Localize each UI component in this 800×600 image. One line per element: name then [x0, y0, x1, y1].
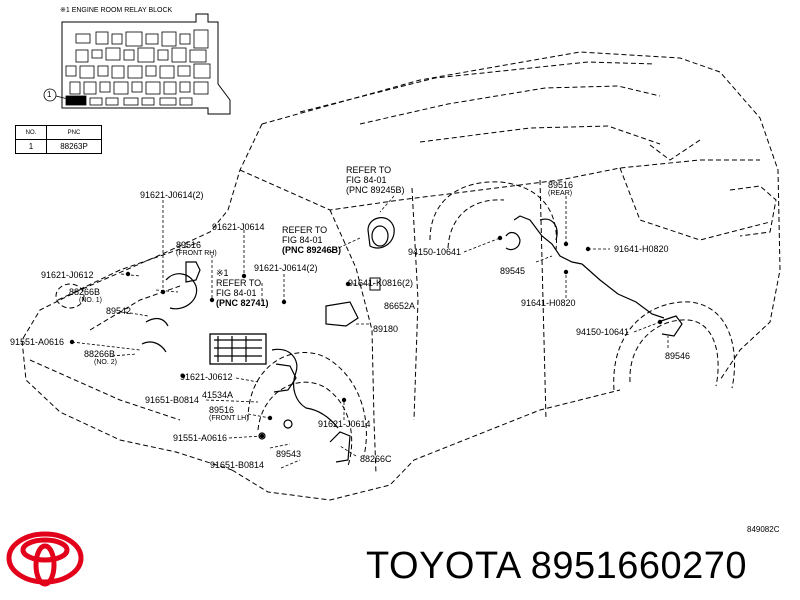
- part-label-89543: 89543: [276, 449, 302, 459]
- refer-note-line: (PNC 89246B): [282, 245, 342, 255]
- part-number: 88266B: [69, 287, 101, 297]
- refer-note-line: REFER TO: [216, 278, 262, 288]
- part-label-89516-front-rh: 89516 (FRONT RH): [176, 240, 217, 258]
- part-sublabel: (FRONT LH): [209, 415, 249, 422]
- part-sublabel: (NO. 1): [79, 297, 102, 304]
- pnc-table-header-pnc: PNC: [46, 125, 102, 140]
- pnc-table: NO. PNC 1 88263P: [15, 125, 102, 154]
- refer-note-line: FIG 84-01: [282, 235, 323, 245]
- part-label-88266b-no1: 88266B (NO. 1): [69, 287, 102, 305]
- drawing-code: 849082C: [747, 525, 780, 534]
- brand-name: TOYOTA: [366, 545, 520, 587]
- callout-number: 1: [47, 90, 52, 99]
- refer-note-line: REFER TO: [346, 165, 392, 175]
- vehicle-outline: [21, 51, 781, 501]
- refer-note-line: REFER TO: [282, 225, 328, 235]
- part-label-91621-j0614-2-b: 91621-J0614(2): [254, 263, 318, 273]
- part-sublabel: (FRONT RH): [176, 250, 217, 257]
- part-label-41534a: 41534A: [202, 390, 234, 400]
- callout-circle: [43, 88, 57, 102]
- part-label-91621-j0612-b: 91621-J0612: [180, 372, 233, 382]
- toyota-logo: [6, 531, 84, 587]
- refer-note-82741: ※1 REFER TO FIG 84-01 (PNC 82741): [216, 268, 269, 308]
- refer-note-line: (PNC 89245B): [346, 185, 405, 195]
- part-label-94150-10641-b: 94150-10641: [576, 327, 630, 337]
- part-sublabel: (REAR): [548, 190, 573, 197]
- part-label-89542: 89542: [106, 306, 132, 316]
- part-label-89180: 89180: [373, 324, 399, 334]
- refer-note-line: FIG 84-01: [216, 288, 257, 298]
- part-label-91621-j0614-2-a: 91621-J0614(2): [140, 190, 204, 200]
- pnc-table-header-no: NO.: [15, 125, 47, 140]
- part-label-86652a: 86652A: [384, 301, 416, 311]
- part-label-88266b-no2: 88266B (NO. 2): [84, 349, 117, 367]
- part-label-89545: 89545: [500, 266, 526, 276]
- part-number: 88266B: [84, 349, 116, 359]
- part-label-91651-b0814-a: 91651-B0814: [145, 395, 200, 405]
- sensor-harness-drawings: [141, 215, 683, 463]
- part-label-94150-10641-a: 94150-10641: [408, 247, 462, 257]
- relay-block-title: ※1 ENGINE ROOM RELAY BLOCK: [60, 7, 173, 14]
- fastener-dots: [69, 235, 663, 439]
- part-number: 89516: [548, 180, 574, 190]
- part-label-91621-j0614-b: 91621-J0614: [318, 419, 371, 429]
- leader-lines: [71, 195, 669, 469]
- pnc-table-cell-no: 1: [15, 139, 47, 154]
- part-label-88266c: 88266C: [360, 454, 392, 464]
- part-label-91641-k0816-2: 91641-K0816(2): [348, 278, 414, 288]
- part-label-91621-j0612-a: 91621-J0612: [41, 270, 94, 280]
- part-label-89516-rear: 89516 (REAR): [548, 180, 573, 198]
- refer-note-89245b: REFER TO FIG 84-01 (PNC 89245B): [346, 165, 405, 195]
- part-label-91621-j0614-a: 91621-J0614: [212, 222, 265, 232]
- part-label-91551-a0616-a: 91551-A0616: [10, 337, 65, 347]
- part-label-91641-h0820-a: 91641-H0820: [614, 244, 669, 254]
- part-label-89546: 89546: [665, 351, 691, 361]
- part-number: 89516: [209, 405, 235, 415]
- relay-block-drawing: [55, 13, 231, 115]
- part-sublabel: (NO. 2): [94, 359, 117, 366]
- refer-note-line: (PNC 82741): [216, 298, 269, 308]
- brand-part-number: 8951660270: [530, 545, 748, 587]
- part-label-89516-front-lh: 89516 (FRONT LH): [209, 405, 249, 423]
- refer-note-line: ※1: [216, 268, 229, 278]
- part-label-91551-a0616-b: 91551-A0616: [173, 433, 228, 443]
- refer-note-89246b: REFER TO FIG 84-01 (PNC 89246B): [282, 225, 341, 255]
- part-label-91651-b0814-b: 91651-B0814: [210, 460, 265, 470]
- part-label-91641-h0820-b: 91641-H0820: [521, 298, 576, 308]
- pnc-table-cell-pnc: 88263P: [46, 139, 102, 154]
- part-number: 89516: [176, 240, 202, 250]
- refer-note-line: FIG 84-01: [346, 175, 387, 185]
- brand-caption: TOYOTA 8951660270: [366, 544, 747, 588]
- table-row: 1 88263P: [15, 139, 102, 154]
